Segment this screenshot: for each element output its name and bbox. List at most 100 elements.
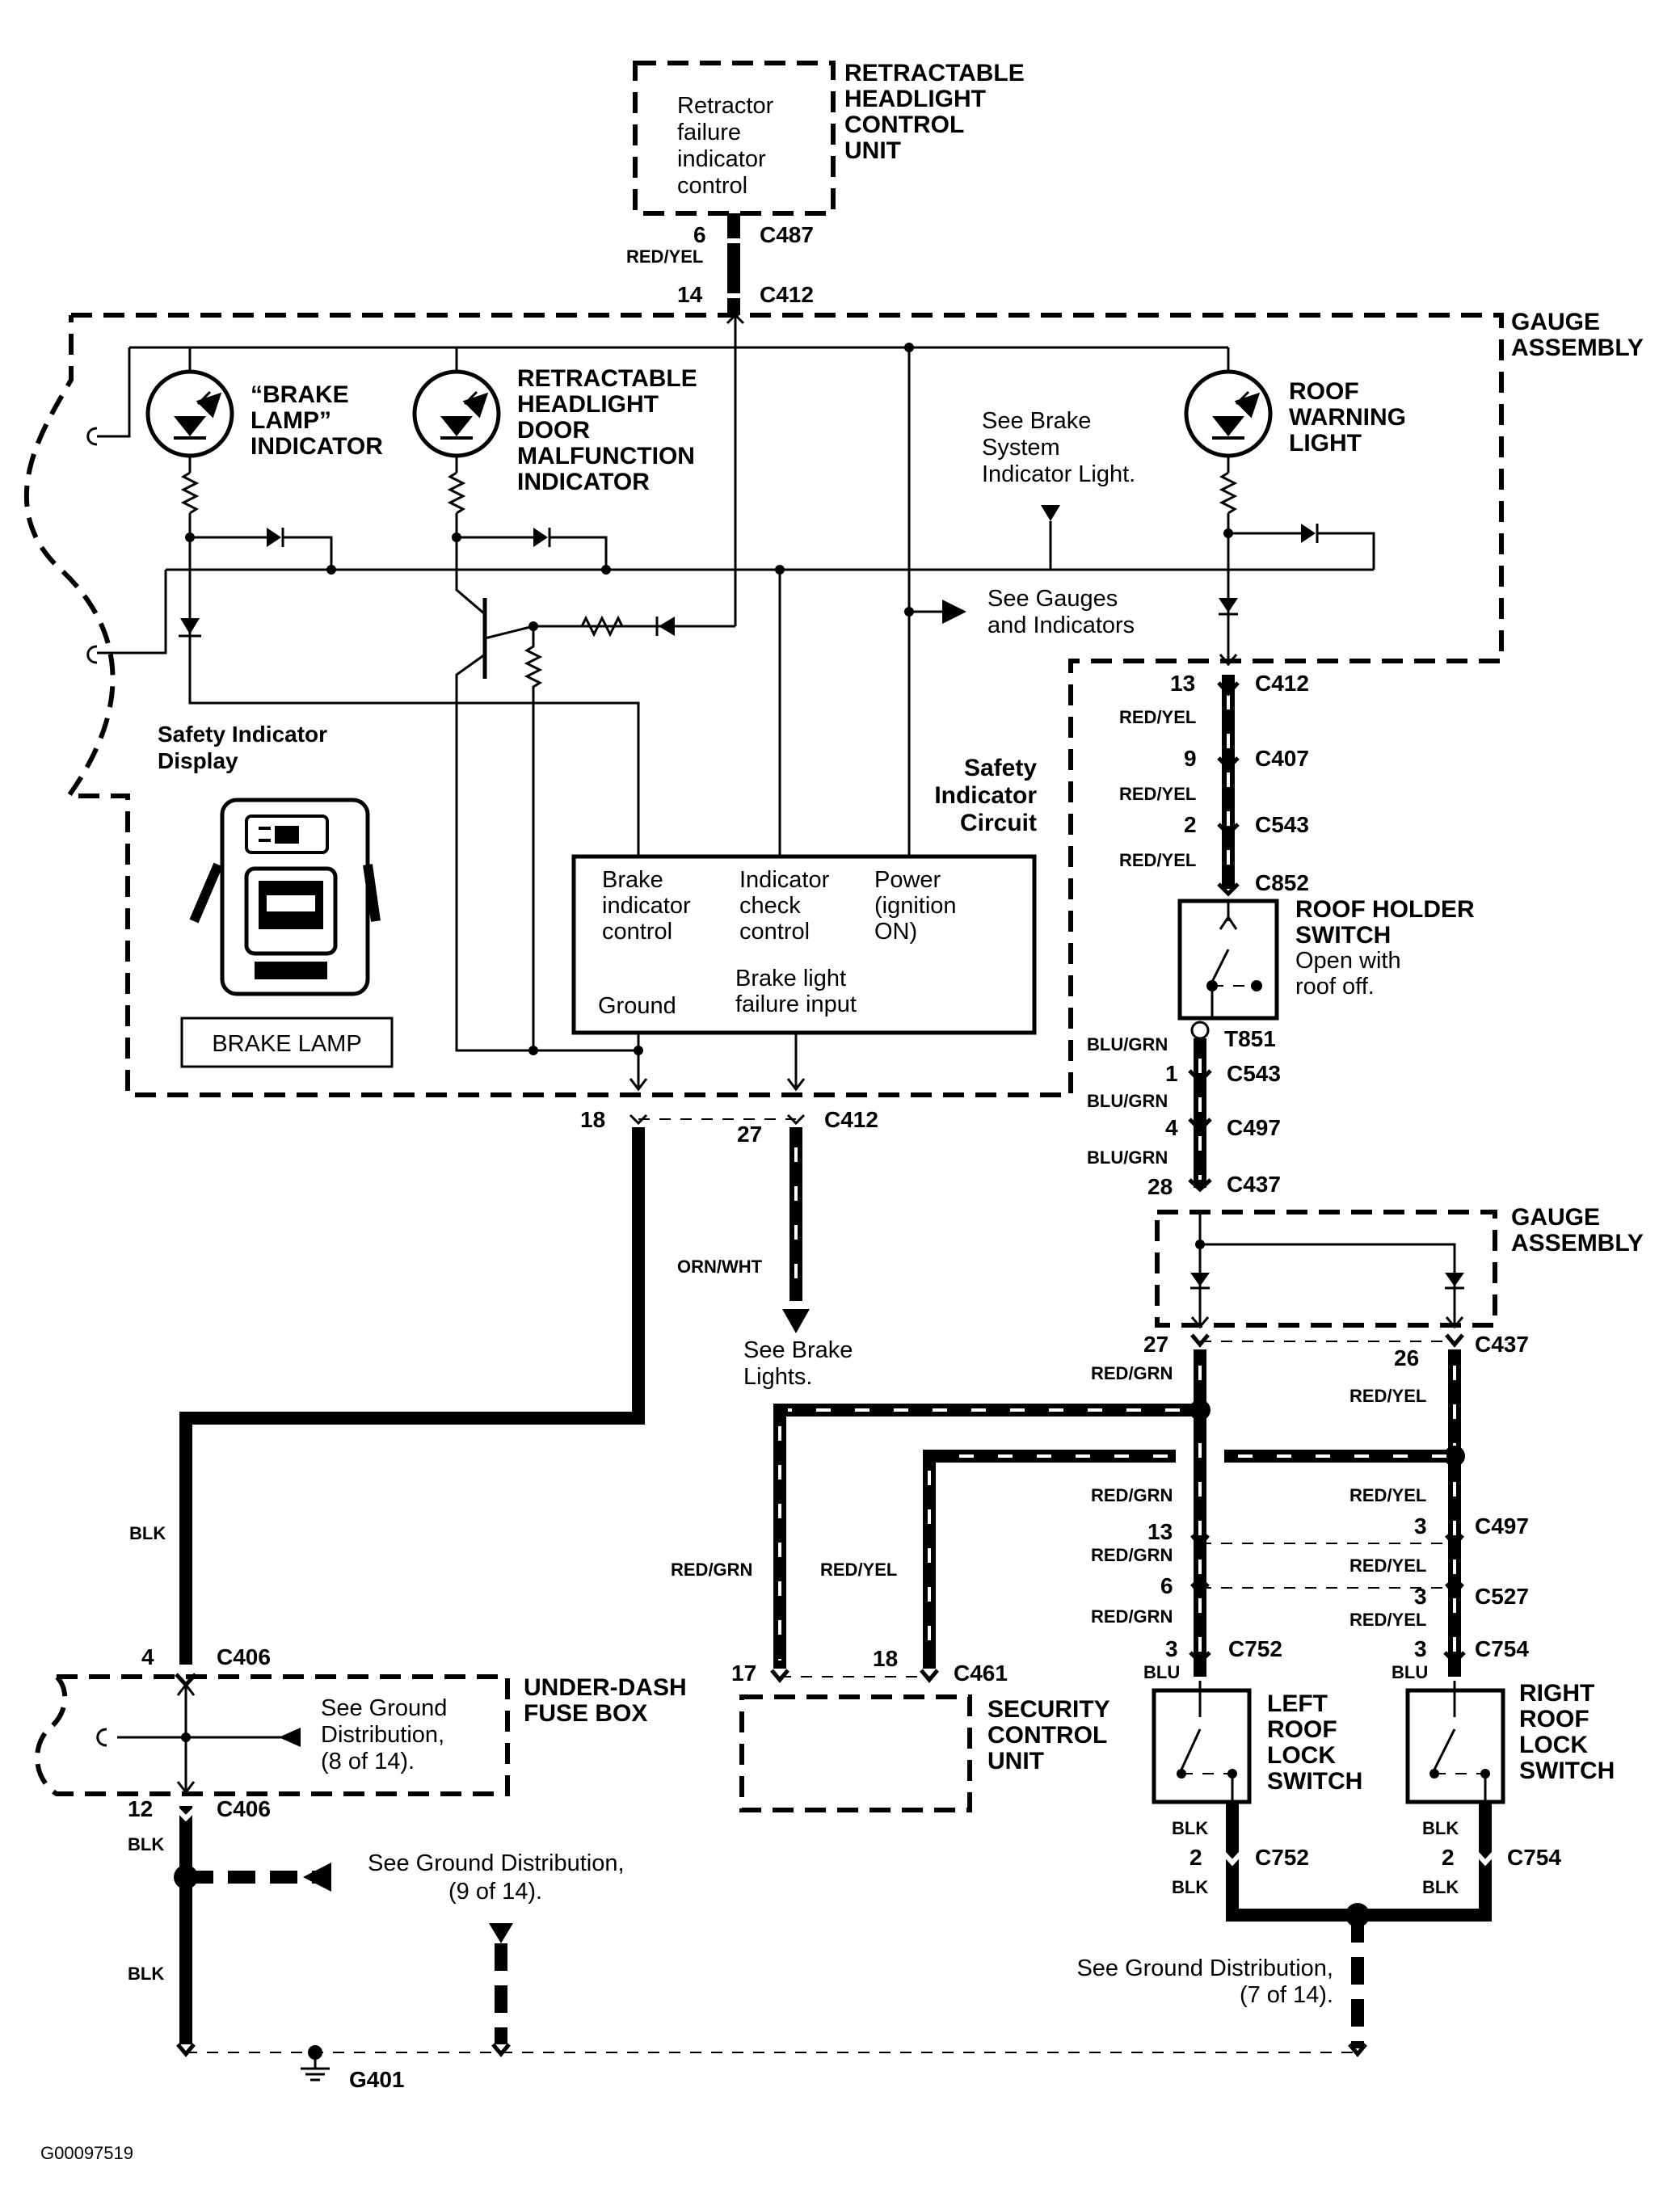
svg-text:C497: C497: [1227, 1115, 1281, 1140]
svg-text:T851: T851: [1224, 1026, 1276, 1051]
svg-text:C543: C543: [1255, 812, 1309, 837]
svg-text:BLK: BLK: [129, 1523, 166, 1543]
safety-indicator-display-icon: [189, 798, 381, 996]
svg-text:2: 2: [1442, 1845, 1455, 1870]
svg-text:RED/YEL: RED/YEL: [1349, 1610, 1426, 1630]
svg-text:BLU/GRN: BLU/GRN: [1087, 1147, 1168, 1168]
roof-warning-light-bulb: [1184, 347, 1270, 515]
svg-text:14: 14: [677, 282, 703, 307]
svg-text:C497: C497: [1475, 1513, 1529, 1539]
svg-text:27: 27: [1143, 1332, 1168, 1357]
svg-text:4: 4: [141, 1644, 154, 1669]
svg-text:3: 3: [1414, 1584, 1427, 1609]
svg-text:C852: C852: [1255, 870, 1309, 895]
svg-text:26: 26: [1394, 1345, 1419, 1370]
svg-text:C437: C437: [1227, 1172, 1281, 1197]
svg-text:12: 12: [128, 1796, 153, 1821]
retractable-door-indicator-bulb: [412, 347, 499, 515]
security-control-unit: [739, 1694, 972, 1812]
svg-text:RED/GRN: RED/GRN: [1091, 1485, 1173, 1505]
svg-text:RED/GRN: RED/GRN: [1091, 1606, 1173, 1627]
svg-text:See Ground Distribution,: See Ground Distribution,: [368, 1850, 625, 1876]
svg-text:2: 2: [1184, 812, 1197, 837]
svg-text:2: 2: [1189, 1845, 1202, 1870]
svg-text:RED/YEL: RED/YEL: [1349, 1485, 1426, 1505]
svg-text:BLK: BLK: [1422, 1877, 1459, 1897]
svg-text:RED/YEL: RED/YEL: [1119, 850, 1196, 870]
svg-text:6: 6: [693, 222, 706, 247]
svg-text:18: 18: [580, 1107, 605, 1132]
svg-text:RED/YEL: RED/YEL: [1119, 707, 1196, 727]
svg-text:RED/GRN: RED/GRN: [671, 1560, 752, 1580]
svg-text:C754: C754: [1507, 1845, 1561, 1870]
svg-text:RED/YEL: RED/YEL: [1349, 1555, 1426, 1576]
svg-text:ORN/WHT: ORN/WHT: [677, 1257, 763, 1277]
svg-text:BLU: BLU: [1143, 1662, 1180, 1682]
svg-text:BLK: BLK: [1172, 1877, 1208, 1897]
svg-text:3: 3: [1414, 1513, 1427, 1539]
svg-text:C406: C406: [217, 1796, 271, 1821]
svg-text:RED/GRN: RED/GRN: [1091, 1545, 1173, 1565]
brake-lamp-label: BRAKE LAMP: [212, 1031, 361, 1057]
svg-text:C412: C412: [760, 282, 814, 307]
svg-text:BLU/GRN: BLU/GRN: [1087, 1034, 1168, 1055]
svg-text:3: 3: [1165, 1636, 1178, 1661]
svg-text:RED/GRN: RED/GRN: [1091, 1363, 1173, 1383]
svg-text:See Ground Distribution,(7 of: See Ground Distribution,(7 of 14).: [1076, 1955, 1333, 2008]
svg-text:C527: C527: [1475, 1584, 1529, 1609]
svg-text:17: 17: [731, 1661, 756, 1686]
left-roof-lock-switch: [1152, 1681, 1252, 1814]
svg-text:BLK: BLK: [128, 1964, 164, 1984]
svg-text:C487: C487: [760, 222, 814, 247]
svg-text:C407: C407: [1255, 746, 1309, 771]
svg-text:27: 27: [737, 1122, 762, 1147]
svg-text:1: 1: [1165, 1061, 1178, 1086]
svg-text:Ground: Ground: [598, 993, 676, 1019]
svg-text:C412: C412: [1255, 671, 1309, 696]
brake-lamp-indicator-bulb: [145, 347, 232, 515]
svg-text:13: 13: [1147, 1519, 1173, 1544]
svg-text:(9 of 14).: (9 of 14).: [448, 1879, 542, 1905]
svg-text:C406: C406: [217, 1644, 271, 1669]
svg-text:RED/YEL: RED/YEL: [1349, 1386, 1426, 1406]
svg-text:BLK: BLK: [128, 1834, 164, 1854]
roof-holder-switch: [1177, 899, 1279, 1021]
svg-text:RED/YEL: RED/YEL: [626, 246, 703, 267]
right-roof-lock-switch: [1405, 1681, 1505, 1814]
svg-text:4: 4: [1165, 1115, 1178, 1140]
svg-text:3: 3: [1414, 1636, 1427, 1661]
svg-text:28: 28: [1147, 1174, 1173, 1199]
svg-text:G401: G401: [349, 2067, 405, 2092]
svg-text:BLU: BLU: [1392, 1662, 1428, 1682]
svg-text:BLU/GRN: BLU/GRN: [1087, 1091, 1168, 1111]
svg-text:C754: C754: [1475, 1636, 1529, 1661]
svg-text:BLK: BLK: [1422, 1818, 1459, 1838]
svg-text:RED/YEL: RED/YEL: [820, 1560, 897, 1580]
svg-text:13: 13: [1170, 671, 1195, 696]
svg-text:BLK: BLK: [1172, 1818, 1208, 1838]
svg-text:RED/YEL: RED/YEL: [1119, 784, 1196, 804]
svg-text:C752: C752: [1228, 1636, 1282, 1661]
